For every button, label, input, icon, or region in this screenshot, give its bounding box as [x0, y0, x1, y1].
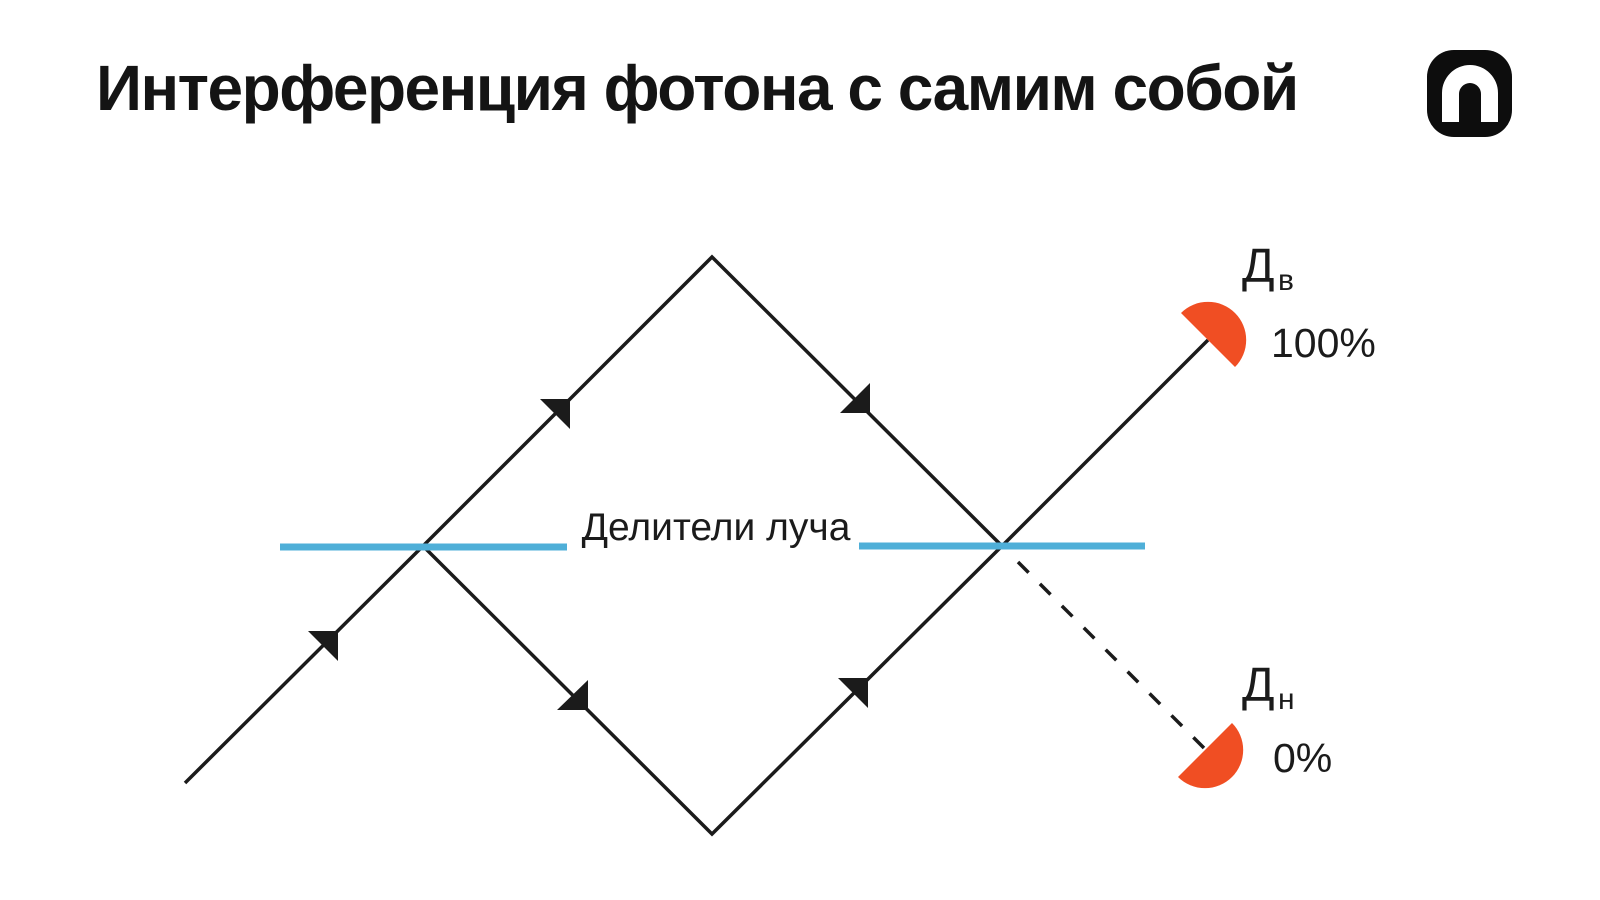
arrow-lower-left-path	[557, 680, 588, 710]
detector-top-icon	[1181, 301, 1247, 367]
photon-path-lower	[421, 544, 1004, 837]
photon-path-upper	[183, 254, 1210, 785]
arrow-lower-right-path	[838, 678, 868, 708]
detector-top-subscript: в	[1278, 264, 1294, 297]
detector-bottom-label: Д	[1242, 659, 1275, 712]
detector-bottom-icon	[1178, 723, 1244, 789]
page-title: Интерференция фотона с самим собой	[96, 52, 1299, 124]
arrow-input-beam	[308, 631, 338, 661]
photon-path-dashed	[1016, 560, 1207, 751]
arrow-upper-right-path	[840, 383, 870, 413]
arrow-upper-left-path	[540, 399, 570, 429]
detector-top-value: 100%	[1271, 320, 1376, 366]
detector-bottom-subscript: н	[1278, 683, 1295, 716]
beam-splitters-label: Делители луча	[582, 506, 851, 549]
detector-top-label: Д	[1242, 240, 1275, 293]
publisher-logo	[1427, 50, 1512, 137]
detector-bottom-value: 0%	[1273, 735, 1332, 781]
n-arch-icon	[1442, 65, 1498, 122]
